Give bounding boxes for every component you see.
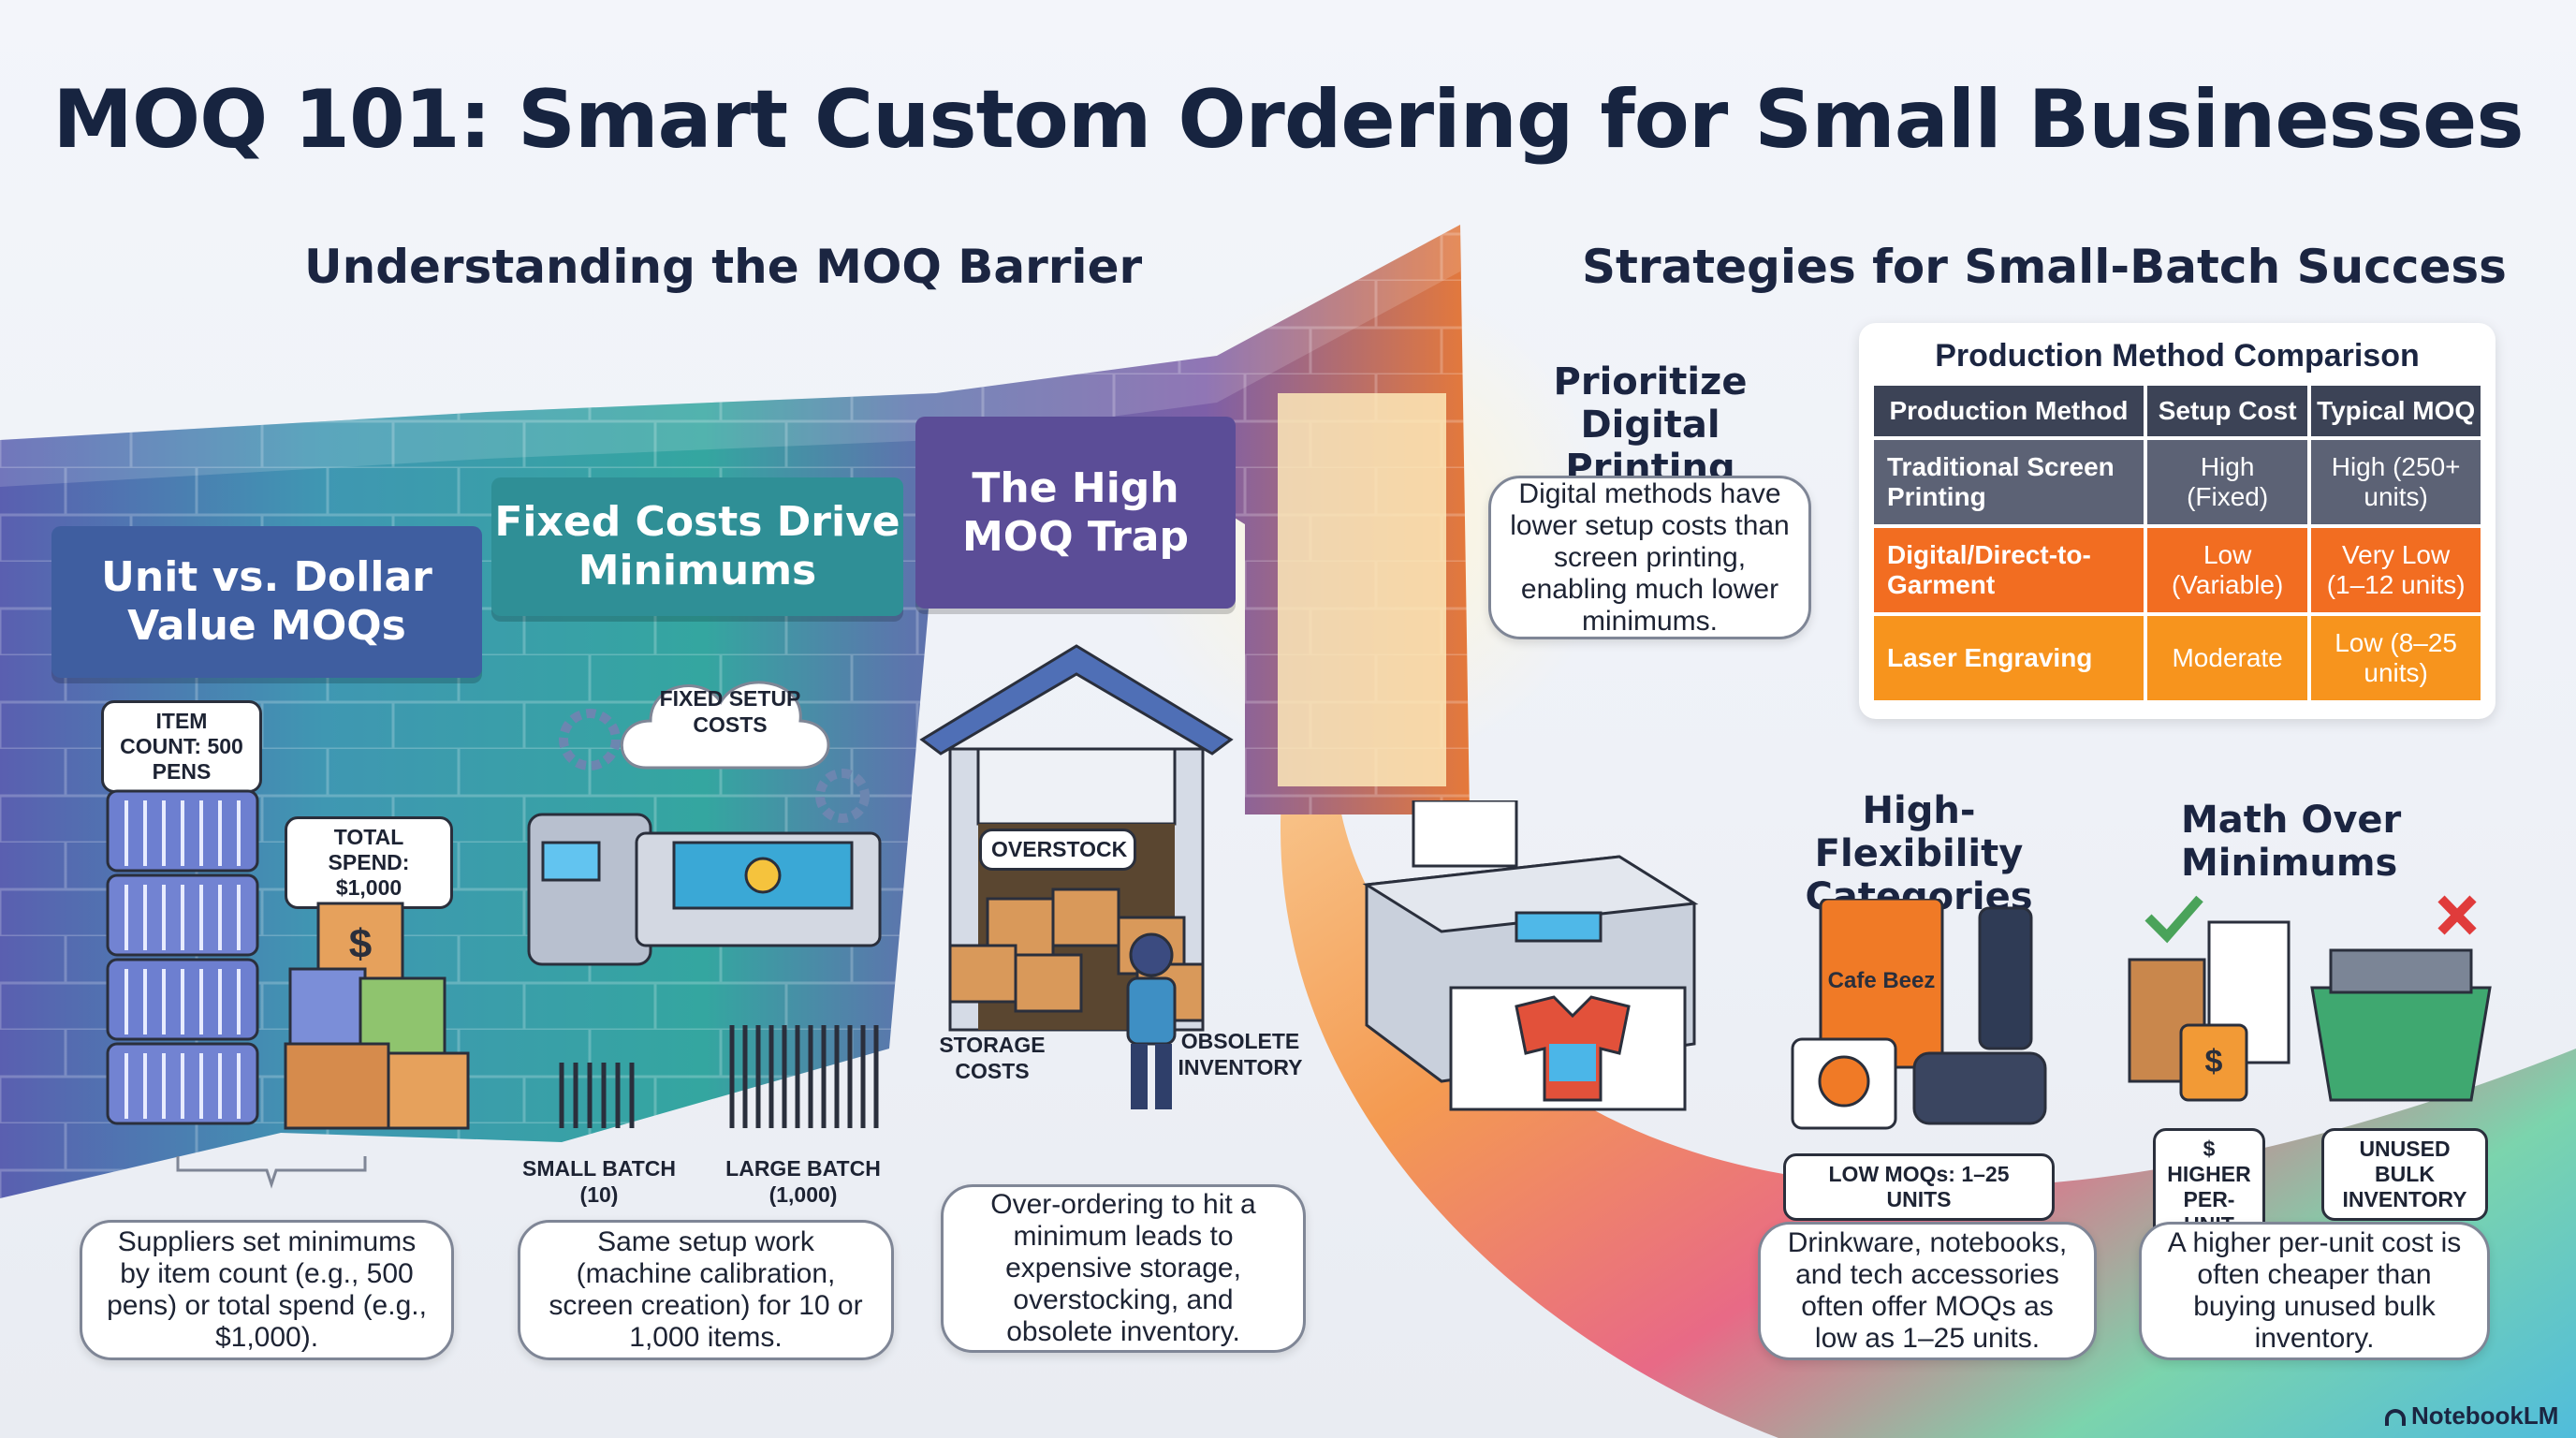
comparison-table: Production Method Setup Cost Typical MOQ… bbox=[1870, 382, 2484, 704]
page-title: MOQ 101: Smart Custom Ordering for Small… bbox=[52, 73, 2524, 167]
sign-label: Unit vs. Dollar Value MOQs bbox=[101, 553, 432, 650]
cell-setup: Moderate bbox=[2147, 616, 2308, 700]
item-count-tag: ITEM COUNT: 500 PENS bbox=[101, 700, 262, 793]
worried-person-icon bbox=[1126, 932, 1177, 1109]
merch-items-icon: Cafe Beez bbox=[1791, 899, 2047, 1130]
printing-machine-icon bbox=[527, 709, 882, 966]
pen-stack-icon bbox=[106, 789, 259, 1125]
bracket-icon bbox=[176, 1156, 367, 1189]
small-batch-pens-icon bbox=[559, 1063, 635, 1128]
sign-unit-vs-dollar: Unit vs. Dollar Value MOQs bbox=[51, 526, 482, 678]
comparison-title: Production Method Comparison bbox=[1935, 338, 2420, 374]
header-moq: Typical MOQ bbox=[2311, 386, 2481, 436]
sign-fixed-costs: Fixed Costs Drive Minimums bbox=[491, 477, 903, 616]
svg-text:$: $ bbox=[2205, 1044, 2223, 1079]
cost-comparison-icon: $ bbox=[2128, 895, 2492, 1102]
cell-method: Digital/Direct-to-Garment bbox=[1874, 528, 2144, 612]
low-moq-tag: LOW MOQs: 1–25 UNITS bbox=[1783, 1153, 2055, 1221]
boxes-dollar-icon: $ bbox=[284, 902, 470, 1130]
brand-label: NotebookLM bbox=[2411, 1401, 2559, 1430]
digital-heading: Prioritize Digital Printing bbox=[1553, 360, 1748, 490]
comparison-card: Production Method Comparison Production … bbox=[1859, 323, 2496, 719]
notebooklm-logo-icon bbox=[2385, 1409, 2406, 1426]
digital-printer-icon bbox=[1362, 800, 1699, 1111]
cell-method: Traditional Screen Printing bbox=[1874, 440, 2144, 524]
header-method: Production Method bbox=[1874, 386, 2144, 436]
math-heading: Math Over Minimums bbox=[2181, 799, 2402, 885]
obsolete-inventory-label: OBSOLETE INVENTORY bbox=[1178, 1029, 1303, 1079]
overstock-tag: OVERSTOCK bbox=[979, 829, 1136, 871]
sign-high-moq-trap: The High MOQ Trap bbox=[915, 417, 1236, 609]
storage-costs-label: STORAGE COSTS bbox=[939, 1033, 1046, 1083]
small-batch-label: SMALL BATCH (10) bbox=[522, 1156, 676, 1207]
digital-bubble: Digital methods have lower setup costs t… bbox=[1488, 476, 1811, 639]
cell-setup: High (Fixed) bbox=[2147, 440, 2308, 524]
cell-method: Laser Engraving bbox=[1874, 616, 2144, 700]
total-spend-tag: TOTAL SPEND: $1,000 bbox=[285, 816, 453, 909]
right-section-heading: Strategies for Small-Batch Success bbox=[1582, 240, 2507, 294]
sign-label: The High MOQ Trap bbox=[962, 463, 1189, 561]
cell-setup: Low (Variable) bbox=[2147, 528, 2308, 612]
notebook-text: Cafe Beez bbox=[1828, 968, 1936, 993]
caption-math: A higher per-unit cost is often cheaper … bbox=[2139, 1222, 2490, 1360]
flex-heading: High-Flexibility Categories bbox=[1805, 789, 2033, 918]
fixed-setup-costs-label: FIXED SETUP COSTS bbox=[659, 686, 801, 737]
large-batch-label: LARGE BATCH (1,000) bbox=[725, 1156, 881, 1207]
table-row: Traditional Screen Printing High (Fixed)… bbox=[1874, 440, 2481, 524]
table-row: Laser Engraving Moderate Low (8–25 units… bbox=[1874, 616, 2481, 700]
caption-unit-vs-dollar: Suppliers set minimums by item count (e.… bbox=[80, 1220, 454, 1360]
svg-text:$: $ bbox=[349, 921, 372, 967]
cloud-icon bbox=[620, 681, 830, 770]
unused-bulk-tag: UNUSED BULK INVENTORY bbox=[2321, 1128, 2488, 1221]
left-section-heading: Understanding the MOQ Barrier bbox=[304, 240, 1143, 294]
cell-moq: Very Low (1–12 units) bbox=[2311, 528, 2481, 612]
sign-label: Fixed Costs Drive Minimums bbox=[494, 498, 900, 594]
brand-mark: NotebookLM bbox=[2385, 1401, 2558, 1431]
large-batch-pens-icon bbox=[729, 1025, 879, 1128]
cell-moq: Low (8–25 units) bbox=[2311, 616, 2481, 700]
header-setup: Setup Cost bbox=[2147, 386, 2308, 436]
caption-high-moq-trap: Over-ordering to hit a minimum leads to … bbox=[941, 1184, 1306, 1353]
cell-moq: High (250+ units) bbox=[2311, 440, 2481, 524]
caption-fixed-costs: Same setup work (machine calibration, sc… bbox=[518, 1220, 894, 1360]
table-row: Digital/Direct-to-Garment Low (Variable)… bbox=[1874, 528, 2481, 612]
caption-flex: Drinkware, notebooks, and tech accessori… bbox=[1758, 1222, 2097, 1360]
